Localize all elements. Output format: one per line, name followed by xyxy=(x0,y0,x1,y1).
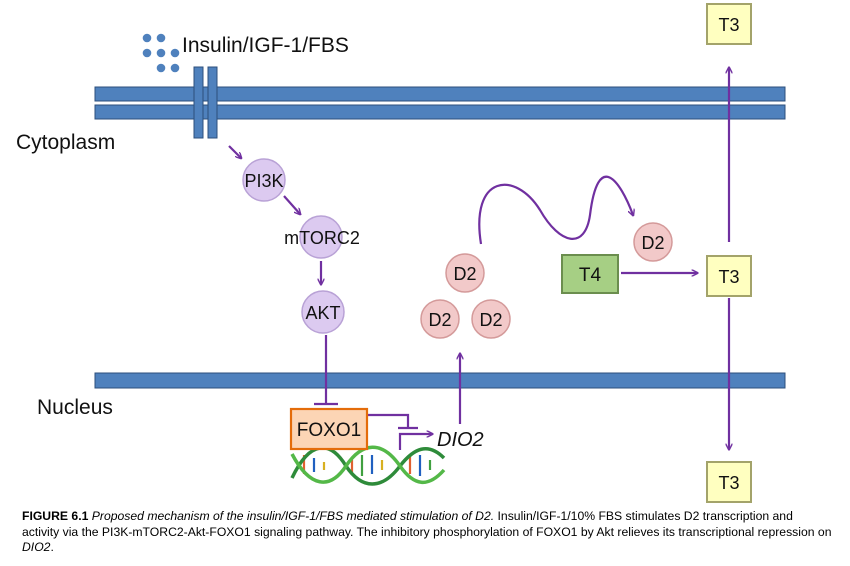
d2-node-right xyxy=(471,299,511,339)
transcription-start-arrow xyxy=(398,434,432,450)
d2-node-active xyxy=(633,222,673,262)
ligand-label: Insulin/IGF-1/FBS xyxy=(182,34,349,57)
cytoplasm-label: Cytoplasm xyxy=(16,131,115,154)
d2-label-right: D2 xyxy=(479,310,502,330)
repression-foxo1-to-dio2 xyxy=(368,413,410,428)
receptor-left xyxy=(193,66,204,139)
pi3k-node xyxy=(242,158,286,202)
plasma-membrane-outer xyxy=(94,86,786,102)
dna-helix xyxy=(290,445,446,486)
caption-gene: DIO2 xyxy=(22,540,51,554)
t3-label-middle: T3 xyxy=(718,267,739,287)
nucleus-label: Nucleus xyxy=(37,396,113,419)
akt-node xyxy=(301,290,345,334)
caption-title: Proposed mechanism of the insulin/IGF-1/… xyxy=(91,509,495,523)
t3-box-top xyxy=(706,3,752,45)
d2-label-active: D2 xyxy=(641,233,664,253)
arrow-d2-translocation xyxy=(478,175,633,245)
receptor-right xyxy=(207,66,218,139)
t3-box-bottom xyxy=(706,461,752,503)
d2-label-top: D2 xyxy=(453,264,476,284)
pi3k-label: PI3K xyxy=(244,171,283,191)
t4-label: T4 xyxy=(579,265,602,286)
foxo1-box xyxy=(289,407,369,451)
t3-label-bottom: T3 xyxy=(718,473,739,493)
nuclear-membrane xyxy=(94,372,786,389)
arrow-receptor-to-pi3k xyxy=(228,145,241,158)
ligand-dots xyxy=(142,33,180,73)
arrow-pi3k-to-mtorc2 xyxy=(283,195,300,214)
dio2-label: DIO2 xyxy=(437,429,484,451)
d2-label-left: D2 xyxy=(428,310,451,330)
d2-node-top xyxy=(445,253,485,293)
t3-box-middle xyxy=(706,255,752,297)
d2-node-left xyxy=(420,299,460,339)
t3-label-top: T3 xyxy=(718,15,739,35)
t4-box xyxy=(561,254,619,294)
caption-figure-label: FIGURE 6.1 xyxy=(22,509,89,523)
mtorc2-node xyxy=(299,215,343,259)
mtorc2-label: mTORC2 xyxy=(284,228,360,248)
plasma-membrane-inner xyxy=(94,104,786,120)
caption-body: Insulin/IGF-1/10% FBS stimulates D2 tran… xyxy=(22,509,832,539)
foxo1-label: FOXO1 xyxy=(297,420,361,441)
figure-caption: FIGURE 6.1 Proposed mechanism of the ins… xyxy=(22,509,832,556)
akt-label: AKT xyxy=(305,303,340,323)
caption-end: . xyxy=(50,540,54,554)
